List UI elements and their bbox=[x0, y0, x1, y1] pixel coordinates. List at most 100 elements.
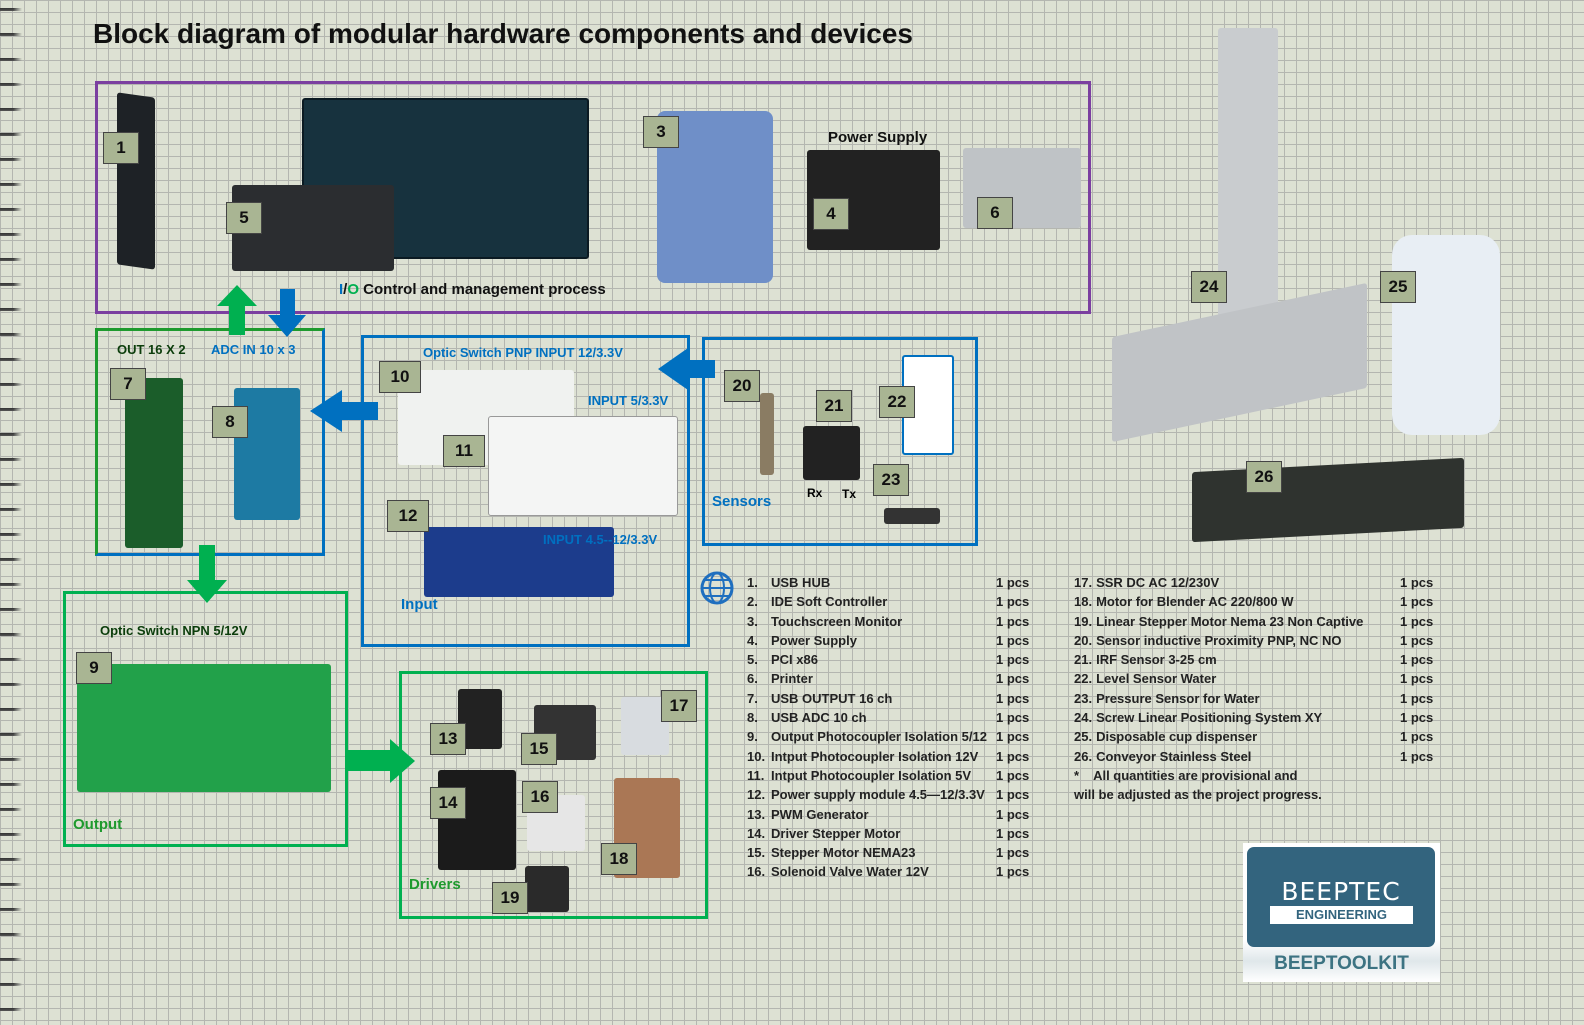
beeptec-logo: BEEPTEC ENGINEERING BEEPTOOLKIT bbox=[1243, 843, 1440, 982]
item-number: 13. bbox=[747, 806, 766, 822]
item-qty: 1 pcs bbox=[996, 806, 1030, 822]
pressure-sensor-image bbox=[884, 508, 940, 524]
item-number: 22. bbox=[1074, 671, 1093, 687]
item-name: IDE Soft Controller bbox=[771, 594, 888, 610]
item-name: Driver Stepper Motor bbox=[771, 825, 901, 841]
logo-brand: BEEPTEC bbox=[1281, 877, 1401, 906]
io-process-label: I/O Control and management process bbox=[339, 281, 606, 298]
item-qty: 1 pcs bbox=[996, 652, 1030, 668]
badge-10: 10 bbox=[379, 361, 421, 393]
item-name: Disposable cup dispenser bbox=[1096, 729, 1258, 745]
out16-label: OUT 16 X 2 bbox=[117, 342, 186, 357]
provisional-note: * All quantities are provisional and will… bbox=[1074, 766, 1322, 805]
item-qty: 1 pcs bbox=[1400, 748, 1434, 764]
item-name: USB HUB bbox=[771, 575, 831, 590]
input5-label: INPUT 5/3.3V bbox=[588, 393, 669, 408]
item-qty: 1 pcs bbox=[1400, 575, 1434, 590]
io-slash: / bbox=[343, 281, 348, 298]
badge-17: 17 bbox=[661, 690, 697, 722]
item-qty: 1 pcs bbox=[1400, 613, 1434, 629]
item-number: 8. bbox=[747, 710, 758, 726]
item-number: 20. bbox=[1074, 632, 1093, 648]
item-qty: 1 pcs bbox=[996, 845, 1030, 861]
input-group-box bbox=[361, 335, 690, 647]
badge-5: 5 bbox=[226, 202, 262, 234]
drivers-group-box bbox=[399, 671, 708, 919]
logo-sub: ENGINEERING bbox=[1270, 906, 1413, 924]
component-list-left: 1. USB HUB 1 pcs 2. IDE Soft Controller 1 pcs… bbox=[747, 573, 1047, 882]
item-name: Pressure Sensor for Water bbox=[1096, 690, 1260, 706]
badge-22: 22 bbox=[879, 386, 915, 418]
soft-controller-screen-image bbox=[302, 98, 589, 259]
item-qty: 1 pcs bbox=[1400, 729, 1434, 745]
note-line2: will be adjusted as the project progress… bbox=[1074, 787, 1322, 803]
item-number: 2. bbox=[747, 594, 758, 610]
note-star: * bbox=[1074, 768, 1080, 783]
item-number: 14. bbox=[747, 825, 766, 841]
item-number: 18. bbox=[1074, 594, 1093, 610]
badge-4: 4 bbox=[813, 198, 849, 230]
badge-24: 24 bbox=[1191, 271, 1227, 303]
item-qty: 1 pcs bbox=[996, 748, 1030, 764]
pnp-label: Optic Switch PNP INPUT 12/3.3V bbox=[423, 345, 623, 360]
drivers-group-label: Drivers bbox=[409, 876, 461, 893]
item-qty: 1 pcs bbox=[996, 613, 1030, 629]
badge-26: 26 bbox=[1246, 461, 1282, 493]
input45-label: INPUT 4.5--12/3.3V bbox=[543, 532, 658, 547]
item-number: 17. bbox=[1074, 575, 1093, 590]
sensors-group-label: Sensors bbox=[712, 493, 772, 510]
item-name: Printer bbox=[771, 671, 813, 687]
list-item: 19.Linear Stepper Motor Nema 23 Non Capt… bbox=[1074, 612, 1454, 631]
sensors-group-box bbox=[702, 337, 978, 546]
badge-12: 12 bbox=[387, 500, 429, 532]
arrow-right-drivers bbox=[347, 739, 415, 783]
notebook-spiral-binding bbox=[0, 0, 22, 1025]
arrow-down-output bbox=[187, 545, 227, 603]
badge-7: 7 bbox=[110, 368, 146, 400]
item-qty: 1 pcs bbox=[996, 864, 1030, 880]
level-sensor-image bbox=[902, 355, 954, 455]
item-qty: 1 pcs bbox=[1400, 710, 1434, 726]
photocoupler-5v-board-image bbox=[488, 416, 678, 516]
item-number: 11. bbox=[747, 767, 765, 783]
arrow-left-sensors bbox=[658, 348, 715, 390]
output-group-label: Output bbox=[73, 816, 123, 833]
badge-8: 8 bbox=[212, 406, 248, 438]
item-number: 16. bbox=[747, 864, 766, 880]
item-number: 23. bbox=[1074, 690, 1093, 706]
badge-9: 9 bbox=[76, 652, 112, 684]
conveyor-image bbox=[1192, 457, 1464, 543]
item-name: Conveyor Stainless Steel bbox=[1096, 748, 1252, 764]
power-module-image bbox=[424, 527, 614, 597]
item-name: Intput Photocoupler Isolation 5V bbox=[771, 767, 972, 783]
item-number: 1. bbox=[747, 575, 758, 590]
item-name: Linear Stepper Motor Nema 23 Non Captive bbox=[1096, 613, 1364, 629]
item-number: 6. bbox=[747, 671, 758, 687]
npn-label: Optic Switch NPN 5/12V bbox=[100, 623, 248, 638]
badge-21: 21 bbox=[816, 390, 852, 422]
arrow-down-adc bbox=[268, 289, 306, 337]
badge-13: 13 bbox=[430, 723, 466, 755]
badge-18: 18 bbox=[601, 843, 637, 875]
badge-20: 20 bbox=[724, 370, 760, 402]
note-line1: All quantities are provisional and bbox=[1093, 768, 1298, 783]
item-qty: 1 pcs bbox=[1400, 690, 1434, 706]
badge-6: 6 bbox=[977, 197, 1013, 229]
item-number: 19. bbox=[1074, 613, 1093, 629]
item-name: Stepper Motor NEMA23 bbox=[771, 845, 916, 861]
